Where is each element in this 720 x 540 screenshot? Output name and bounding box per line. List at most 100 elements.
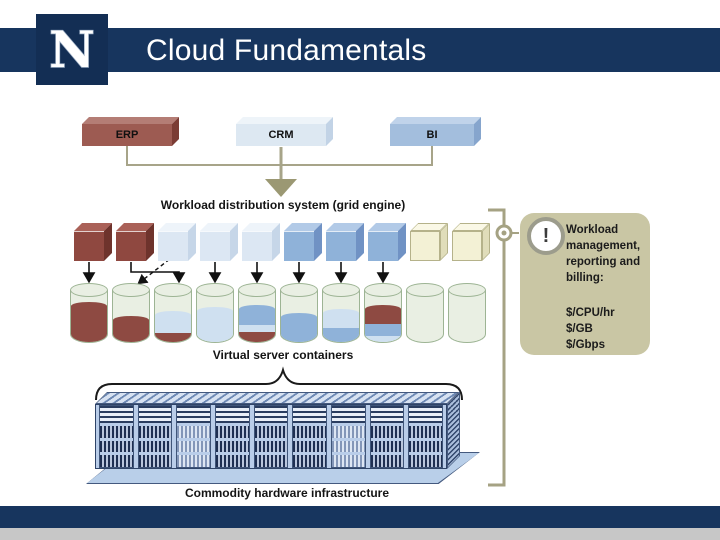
- university-n-icon: N: [48, 19, 95, 79]
- rack-panel: [409, 440, 443, 453]
- workload-cube-red: [74, 223, 112, 261]
- cube-front-face: [74, 231, 104, 261]
- rack-panel: [293, 455, 327, 468]
- rack-rail: [293, 452, 327, 456]
- rack-panel: [177, 426, 211, 438]
- footer-strip: [0, 528, 720, 540]
- cylinder-body: [364, 290, 402, 343]
- cylinder-fill-red: [155, 333, 191, 342]
- cylinder-fill-blue: [281, 316, 317, 342]
- cylinder-body: [406, 290, 444, 343]
- cylinder-fill-top: [155, 310, 191, 319]
- cylinder-fill-pale: [323, 312, 359, 329]
- rack-rail: [409, 423, 443, 427]
- rack-unit: [292, 405, 328, 468]
- rack-unit-vents: [293, 406, 327, 424]
- rack-panel: [409, 455, 443, 468]
- rack-panel: [332, 455, 365, 468]
- cylinder-lid: [364, 283, 402, 297]
- rack-rail: [138, 437, 172, 441]
- rack-panel: [216, 426, 249, 438]
- cylinder-body: [112, 290, 150, 343]
- rack-panel: [100, 440, 133, 453]
- cylinder-lid: [112, 283, 150, 297]
- workload-cube-blue: [284, 223, 322, 261]
- cylinder-fill-red: [71, 306, 107, 342]
- rack-unit: [137, 405, 173, 468]
- cube-front-face: [452, 231, 482, 261]
- workload-cube-pale: [242, 223, 280, 261]
- rack-rail: [409, 452, 443, 456]
- cylinder-body: [154, 290, 192, 343]
- rack-panel: [370, 440, 404, 453]
- rack-panel: [100, 455, 133, 468]
- cylinder-lid: [448, 283, 486, 297]
- rack-rail: [216, 423, 249, 427]
- rack-rail: [177, 437, 211, 441]
- cylinder-fill-blue: [239, 308, 275, 326]
- app-box-erp: ERP: [82, 117, 179, 146]
- rack-unit: [253, 405, 289, 468]
- workload-cube-pale: [200, 223, 238, 261]
- rack-rail: [100, 437, 133, 441]
- billing-callout: ! Workload management, reporting and bil…: [520, 213, 650, 355]
- rack-unit: [369, 405, 405, 468]
- cylinder-fill-blue: [323, 328, 359, 342]
- rack-rail: [332, 452, 365, 456]
- cylinder-lid: [196, 283, 234, 297]
- cube-front-face: [284, 231, 314, 261]
- rack-rail: [254, 452, 288, 456]
- virtual-server-cylinder: [196, 283, 234, 343]
- bracket-connector-core: [501, 230, 507, 236]
- box-top-face: [236, 117, 333, 124]
- cube-front-face: [116, 231, 146, 261]
- box-side-face: [172, 117, 179, 146]
- box-top-face: [390, 117, 481, 124]
- workload-cube-pale: [158, 223, 196, 261]
- rack-panel: [100, 426, 133, 438]
- callout-rates: $/CPU/hr $/GB $/Gbps: [566, 307, 615, 351]
- slide-title: Cloud Fundamentals: [146, 34, 427, 67]
- cylinder-fill-top: [197, 307, 233, 316]
- rack-panel: [138, 440, 172, 453]
- footer-bar: [0, 506, 720, 528]
- workload-cube-blue: [326, 223, 364, 261]
- rack-panel: [254, 455, 288, 468]
- cylinder-lid: [406, 283, 444, 297]
- rack-panel: [332, 426, 365, 438]
- virtual-server-cylinder: [406, 283, 444, 343]
- rack-panel: [216, 455, 249, 468]
- cylinder-lid: [322, 283, 360, 297]
- rack-panel: [293, 426, 327, 438]
- cylinder-lid: [154, 283, 192, 297]
- workload-cube-blue: [368, 223, 406, 261]
- workload-cube-red: [116, 223, 154, 261]
- rack-panel: [254, 426, 288, 438]
- rack-rail: [100, 423, 133, 427]
- cube-side-face: [230, 223, 238, 261]
- rack-unit-vents: [370, 406, 404, 424]
- box-side-face: [474, 117, 481, 146]
- cube-front-face: [326, 231, 356, 261]
- cube-side-face: [146, 223, 154, 261]
- hardware-label: Commodity hardware infrastructure: [184, 486, 390, 500]
- cube-front-face: [242, 231, 272, 261]
- virtual-server-cylinder: [364, 283, 402, 343]
- cube-side-face: [188, 223, 196, 261]
- rack-panel: [177, 440, 211, 453]
- cylinder-lid: [238, 283, 276, 297]
- cylinder-body: [322, 290, 360, 343]
- rack-panel: [293, 440, 327, 453]
- rack-unit: [408, 405, 444, 468]
- cylinder-fill-top: [281, 312, 317, 321]
- rack-panel: [332, 440, 365, 453]
- cylinder-fill-red: [365, 309, 401, 324]
- virtual-server-cylinder: [154, 283, 192, 343]
- workload-cube-cream: [452, 223, 490, 261]
- rack-rail: [100, 452, 133, 456]
- rack-rail: [370, 437, 404, 441]
- cylinder-fill-red: [113, 319, 149, 342]
- cylinder-body: [448, 290, 486, 343]
- cube-front-face: [200, 231, 230, 261]
- university-logo: N: [36, 14, 108, 85]
